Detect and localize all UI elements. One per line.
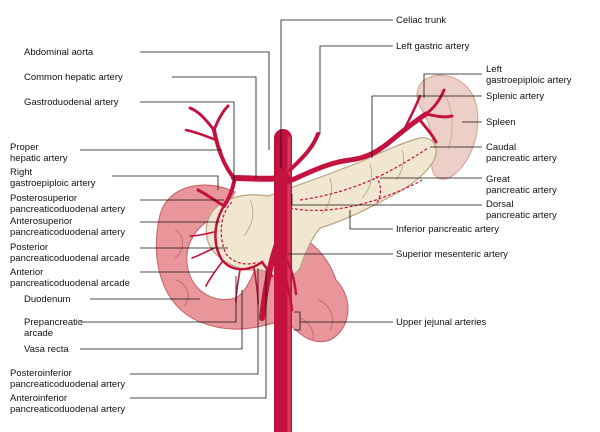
leader-common-hepatic	[172, 76, 257, 178]
vasa-recta-3	[205, 261, 223, 287]
leader-gastroduodenal	[140, 101, 235, 182]
label-abdominal-aorta: Abdominal aorta	[24, 47, 94, 58]
label-posterosuperior-line1: Posterosuperior	[10, 193, 78, 204]
leader-left-gastroepiploic	[423, 73, 482, 98]
inferior-pd-vessel	[260, 260, 274, 278]
pancreas-lobulation-1	[243, 199, 254, 237]
spleen-outline	[416, 74, 479, 180]
leader-splenic	[371, 95, 482, 158]
jejunal-2	[276, 260, 294, 312]
leader-vasa-recta	[80, 290, 243, 350]
splenic-branch-2	[424, 112, 454, 119]
label-duodenum: Duodenum	[24, 294, 71, 305]
leader-left-gastric	[319, 45, 393, 134]
label-left-gastroepiploic-line1: Left	[486, 64, 502, 75]
label-anterior-arcade-line1: Anterior	[10, 267, 44, 278]
label-dorsal-pancreatic-line1: Dorsal	[486, 199, 514, 210]
duodenum-fold-2	[175, 279, 189, 307]
label-posterosuperior-line2: pancreaticoduodenal artery	[10, 204, 126, 215]
duodenum-fold-4	[299, 317, 314, 341]
label-caudal-pancreatic-line1: Caudal	[486, 142, 517, 153]
label-vasa-recta: Vasa recta	[24, 344, 69, 355]
common-hepatic-vessel	[231, 175, 283, 182]
celiac-trunk-vessel	[279, 164, 292, 184]
leader-prepancreatic	[80, 276, 237, 323]
label-celiac-trunk: Celiac trunk	[396, 15, 447, 26]
label-right-gastroepiploic-line2: gastroepiploic artery	[10, 178, 96, 189]
inferior-pancreatic-dashed	[289, 179, 423, 212]
leader-upper-jejunal-bracket	[294, 311, 301, 331]
label-right-gastroepiploic-line1: Right	[10, 167, 33, 178]
label-spleen: Spleen	[486, 117, 516, 128]
label-upper-jejunal-arteries: Upper jejunal arteries	[396, 317, 487, 328]
leader-anteroinferior	[130, 270, 267, 399]
leader-abdominal-aorta	[140, 51, 270, 150]
label-anteroinferior-line2: pancreaticoduodenal artery	[10, 404, 126, 415]
anterior-arcade-vessel	[214, 204, 264, 271]
label-anterosuperior-line2: pancreaticoduodenal artery	[10, 227, 126, 238]
gastroduodenal-vessel	[222, 180, 236, 208]
label-great-pancreatic-line1: Great	[486, 174, 510, 185]
label-inferior-pancreatic-artery: Inferior pancreatic artery	[396, 224, 499, 235]
leader-inferior-pancreatic	[349, 210, 393, 230]
label-splenic-artery: Splenic artery	[486, 91, 545, 102]
label-left-gastric-artery: Left gastric artery	[396, 41, 470, 52]
leader-celiac-trunk	[280, 19, 393, 168]
pancreas-lobulation-3	[361, 163, 372, 199]
proper-hepatic-vessel	[212, 128, 236, 180]
posterior-arcade-dashed	[220, 201, 259, 265]
hepatic-branch-right	[212, 104, 230, 132]
label-posteroinferior-line2: pancreaticoduodenal artery	[10, 379, 126, 390]
label-prepancreatic-line1: Prepancreatic	[24, 317, 83, 328]
duodenum-fold-1	[174, 229, 183, 259]
leader-posteroinferior	[130, 268, 259, 375]
label-great-pancreatic-line2: pancreatic artery	[486, 185, 557, 196]
label-caudal-pancreatic-line2: pancreatic artery	[486, 153, 557, 164]
label-anteroinferior-line1: Anteroinferior	[10, 393, 68, 404]
label-left-gastroepiploic-line2: gastroepiploic artery	[486, 75, 572, 86]
label-anterior-arcade-line2: pancreaticoduodenal arcade	[10, 278, 130, 289]
leader-lines	[80, 19, 482, 399]
duodenum-outer	[155, 184, 349, 343]
left-gastroepiploic-vessel	[402, 94, 422, 132]
vasa-recta-1	[189, 231, 215, 237]
label-posterior-arcade-line1: Posterior	[10, 242, 49, 253]
hepatic-branch-mid	[184, 128, 218, 142]
leader-right-gastroepiploic	[112, 175, 219, 190]
label-posteroinferior-line1: Posteroinferior	[10, 368, 72, 379]
leader-dorsal-pancreatic	[291, 194, 482, 206]
label-superior-mesenteric-artery: Superior mesenteric artery	[396, 249, 508, 260]
hepatic-branch-left	[188, 106, 216, 132]
jejunal-1	[278, 248, 298, 296]
splenic-branch-1	[424, 88, 446, 116]
label-proper-hepatic-line2: hepatic artery	[10, 153, 68, 164]
label-anterosuperior-line1: Anterosuperior	[10, 216, 73, 227]
label-common-hepatic-artery: Common hepatic artery	[24, 72, 123, 83]
label-proper-hepatic-line1: Proper	[10, 142, 39, 153]
left-gastric-vessel	[288, 132, 320, 172]
duodenum-shape	[155, 184, 349, 343]
pancreas-lobulation-2	[321, 177, 332, 215]
label-dorsal-pancreatic-line2: pancreatic artery	[486, 210, 557, 221]
label-prepancreatic-line2: arcade	[24, 328, 54, 339]
arteries	[184, 88, 454, 432]
right-gastroepiploic-vessel	[196, 188, 226, 208]
duodenum-fold-3	[317, 299, 333, 331]
vasa-recta-2	[191, 247, 215, 259]
great-pancreatic-dashed	[375, 175, 382, 205]
splenic-branch-3	[418, 118, 438, 144]
label-gastroduodenal-artery: Gastroduodenal artery	[24, 97, 119, 108]
label-posterior-arcade-line2: pancreaticoduodenal arcade	[10, 253, 130, 264]
